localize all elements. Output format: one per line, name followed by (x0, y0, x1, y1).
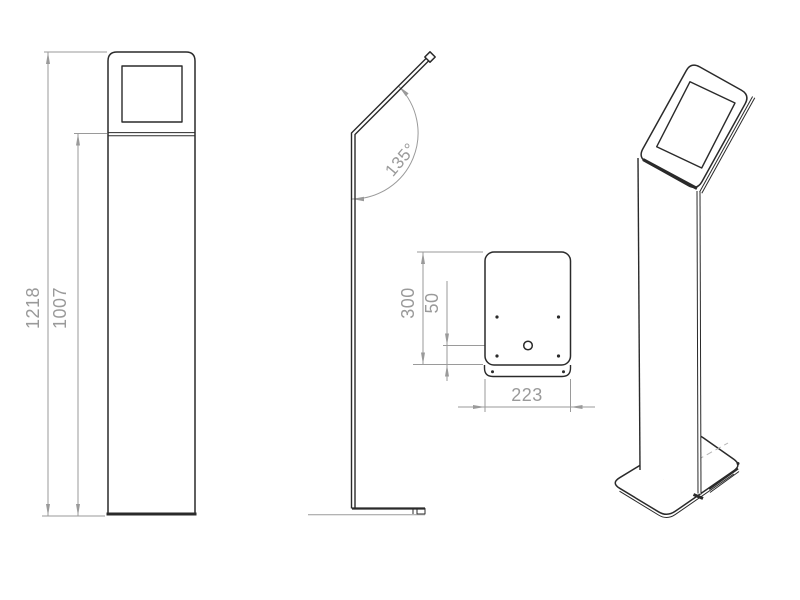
arrow-up (76, 133, 80, 146)
tablet-screen-window (121, 65, 183, 123)
perspective-view (614, 64, 756, 518)
dimension-label-300: 300 (398, 287, 418, 319)
mount-hole-bottom-left (495, 354, 499, 358)
column-base-mark (692, 493, 704, 500)
base-plate-detail: 300 50 223 (398, 251, 595, 412)
dimension-label-223: 223 (511, 385, 543, 405)
tray-lip (424, 51, 436, 63)
arrow-up (421, 252, 425, 264)
side-view: 135° (308, 51, 436, 516)
arrow-right-outside (570, 405, 583, 409)
dimension-overall-height: 1218 (23, 51, 107, 517)
column-right-edge-outer (696, 190, 699, 494)
mount-hole-top-right (556, 315, 561, 319)
mount-hole-top-left (495, 315, 499, 319)
dimension-label-50: 50 (422, 292, 442, 313)
arrow-down (46, 504, 50, 516)
base-bracket-edge2 (709, 471, 740, 493)
strip-hole-left (491, 370, 494, 374)
head-side-thickness-1 (699, 96, 754, 193)
base-corner-hole (736, 462, 740, 465)
angle-label-135: 135° (381, 139, 419, 180)
dimension-plate-width: 223 (458, 379, 595, 412)
base-plate-outline (484, 251, 572, 366)
strip-hole-right (562, 370, 565, 374)
column-left-edge (637, 157, 641, 471)
arrow-up (46, 52, 50, 64)
dimension-label-1007: 1007 (50, 287, 70, 329)
arc-arrow-bottom (352, 196, 364, 202)
base-plate-thickness-edge (619, 473, 735, 518)
dimension-plate-length: 300 (398, 251, 483, 365)
profile-outer-line (350, 55, 429, 509)
arrow-up-outside (445, 364, 449, 377)
head-bottom-edge (642, 158, 698, 190)
column-face-fill (638, 158, 702, 494)
arrow-down (421, 352, 425, 365)
arrow-down-outside (445, 333, 449, 346)
arrow-down (76, 504, 80, 516)
center-cable-hole (522, 340, 534, 351)
base-bracket-edge (708, 467, 739, 490)
base-bracket (416, 508, 426, 515)
column-right-edge-inner (699, 191, 702, 495)
profile-inner-line (354, 58, 431, 509)
head-side-thickness-2 (701, 97, 756, 194)
mount-hole-bottom-right (556, 354, 561, 358)
dimension-label-1218: 1218 (23, 287, 43, 329)
dimension-upper-height: 1007 (50, 133, 107, 516)
front-view: 1218 1007 (23, 51, 197, 517)
stand-front-outline (107, 51, 196, 514)
arrow-left-outside (473, 405, 485, 409)
perspective-screen-window (656, 80, 736, 169)
dimension-hole-offset: 50 (422, 281, 449, 381)
arc-arrow-top (398, 86, 409, 97)
base-plate-front-strip (483, 365, 572, 378)
angle-arc (351, 85, 419, 200)
